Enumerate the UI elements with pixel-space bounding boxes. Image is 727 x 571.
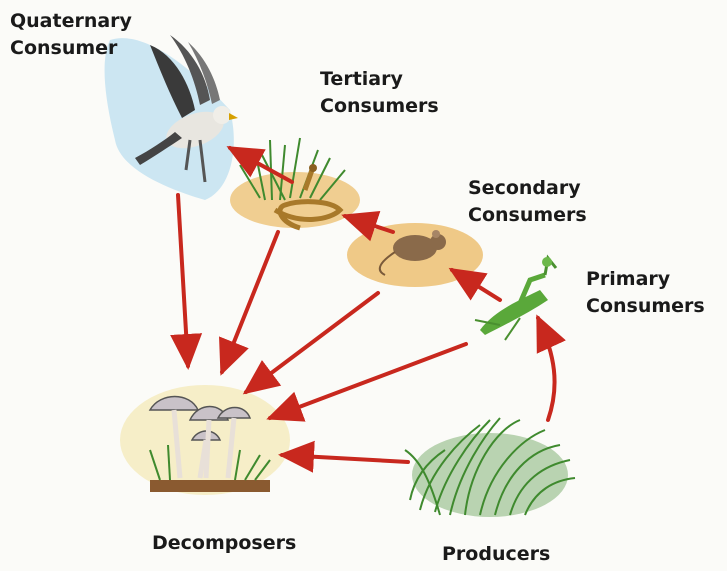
label-quaternary-line2: Consumer — [10, 35, 132, 62]
arrow-primary-to-secondary — [452, 270, 500, 300]
arrow-secondary-to-decomposers — [246, 293, 378, 392]
label-primary-consumers: Primary Consumers — [586, 266, 705, 320]
label-tertiary-consumers: Tertiary Consumers — [320, 66, 439, 120]
label-secondary-line2: Consumers — [468, 202, 587, 229]
label-tertiary-line2: Consumers — [320, 93, 439, 120]
arrow-tertiary-to-decomposers — [222, 232, 278, 372]
arrow-primary-to-decomposers — [270, 344, 466, 418]
arrow-producers-to-primary — [538, 318, 555, 420]
label-primary-line2: Consumers — [586, 293, 705, 320]
arrow-producers-to-decomposers — [282, 455, 408, 462]
label-secondary-line1: Secondary — [468, 175, 587, 202]
label-primary-line1: Primary — [586, 266, 705, 293]
snake-icon — [230, 138, 360, 228]
arrow-secondary-to-tertiary — [345, 216, 393, 232]
grass-icon — [405, 418, 575, 517]
arrow-quaternary-to-decomposers — [178, 195, 188, 366]
label-producers: Producers — [442, 541, 550, 568]
mushroom-icon — [120, 385, 290, 495]
label-secondary-consumers: Secondary Consumers — [468, 175, 587, 229]
label-quaternary-consumer: Quaternary Consumer — [10, 8, 132, 62]
label-quaternary-line1: Quaternary — [10, 8, 132, 35]
label-decomposers: Decomposers — [152, 530, 296, 557]
label-tertiary-line1: Tertiary — [320, 66, 439, 93]
